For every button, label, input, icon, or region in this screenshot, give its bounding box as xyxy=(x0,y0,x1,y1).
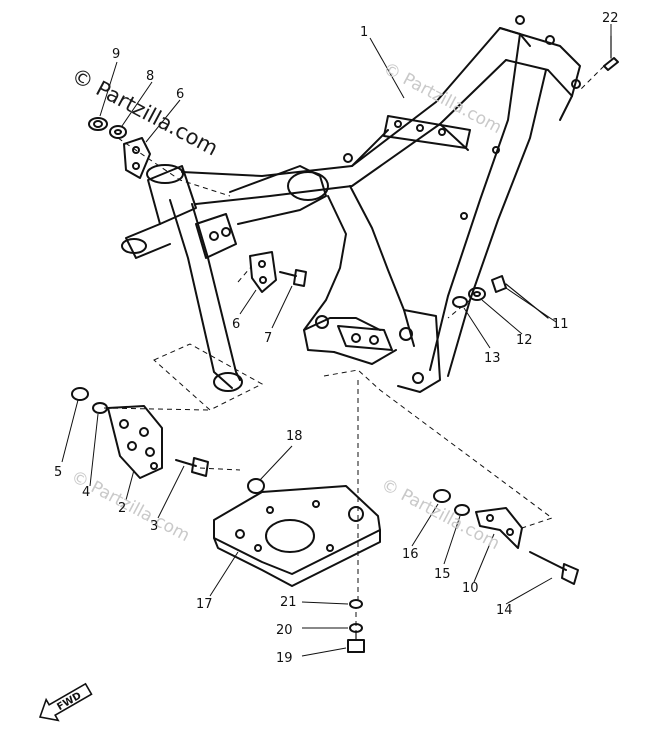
label-12: 12 xyxy=(516,333,533,348)
leader-lines xyxy=(61,24,612,657)
label-16: 16 xyxy=(402,547,419,562)
label-11: 11 xyxy=(552,317,569,332)
main-frame xyxy=(121,15,581,393)
fwd-arrow-icon: FWD xyxy=(38,682,93,722)
label-22: 22 xyxy=(602,11,619,26)
label-18: 18 xyxy=(286,429,303,444)
watermark-right: © Partzilla.com xyxy=(378,475,503,554)
label-9: 9 xyxy=(112,47,120,62)
watermark-left: © Partzilla.com xyxy=(68,467,193,546)
label-4: 4 xyxy=(82,485,90,500)
label-8: 8 xyxy=(146,69,154,84)
label-19: 19 xyxy=(276,651,293,666)
part-10-bracket xyxy=(475,507,523,549)
label-20: 20 xyxy=(276,623,293,638)
part-3-bolt xyxy=(175,457,209,477)
part-15-washer xyxy=(454,504,470,516)
part-17-skid-plate xyxy=(213,485,381,587)
part-8-washer xyxy=(109,125,127,139)
label-5: 5 xyxy=(54,465,62,480)
part-5-nut xyxy=(71,387,89,401)
label-14: 14 xyxy=(496,603,513,618)
label-6-lower: 6 xyxy=(232,317,240,332)
part-2-bracket xyxy=(107,405,163,479)
part-16-nut xyxy=(433,489,451,503)
part-number-labels: 1 22 9 8 6 6 7 11 12 13 5 4 2 3 18 17 21… xyxy=(54,11,619,666)
label-15: 15 xyxy=(434,567,451,582)
part-9-nut xyxy=(88,117,108,131)
label-17: 17 xyxy=(196,597,213,612)
label-6-upper: 6 xyxy=(176,87,184,102)
part-18-grommet xyxy=(247,478,265,494)
assembly-guides xyxy=(103,65,605,640)
part-13-washer xyxy=(452,296,468,308)
part-7-bolt xyxy=(279,269,307,287)
part-6-lower-plate xyxy=(249,251,277,293)
label-7: 7 xyxy=(264,331,272,346)
part-22-bolt xyxy=(603,35,619,71)
label-13: 13 xyxy=(484,351,501,366)
label-1: 1 xyxy=(360,25,368,40)
part-12-nut xyxy=(468,287,486,301)
label-10: 10 xyxy=(462,581,479,596)
part-14-bolt xyxy=(529,551,579,585)
label-3: 3 xyxy=(150,519,158,534)
label-21: 21 xyxy=(280,595,297,610)
svg-text:© Partzilla.com: © Partzilla.com xyxy=(68,63,222,160)
part-21-collar xyxy=(349,599,363,609)
watermark-main: © Partzilla.com xyxy=(68,63,222,160)
part-6-upper-plate xyxy=(123,137,151,179)
label-2: 2 xyxy=(118,501,126,516)
